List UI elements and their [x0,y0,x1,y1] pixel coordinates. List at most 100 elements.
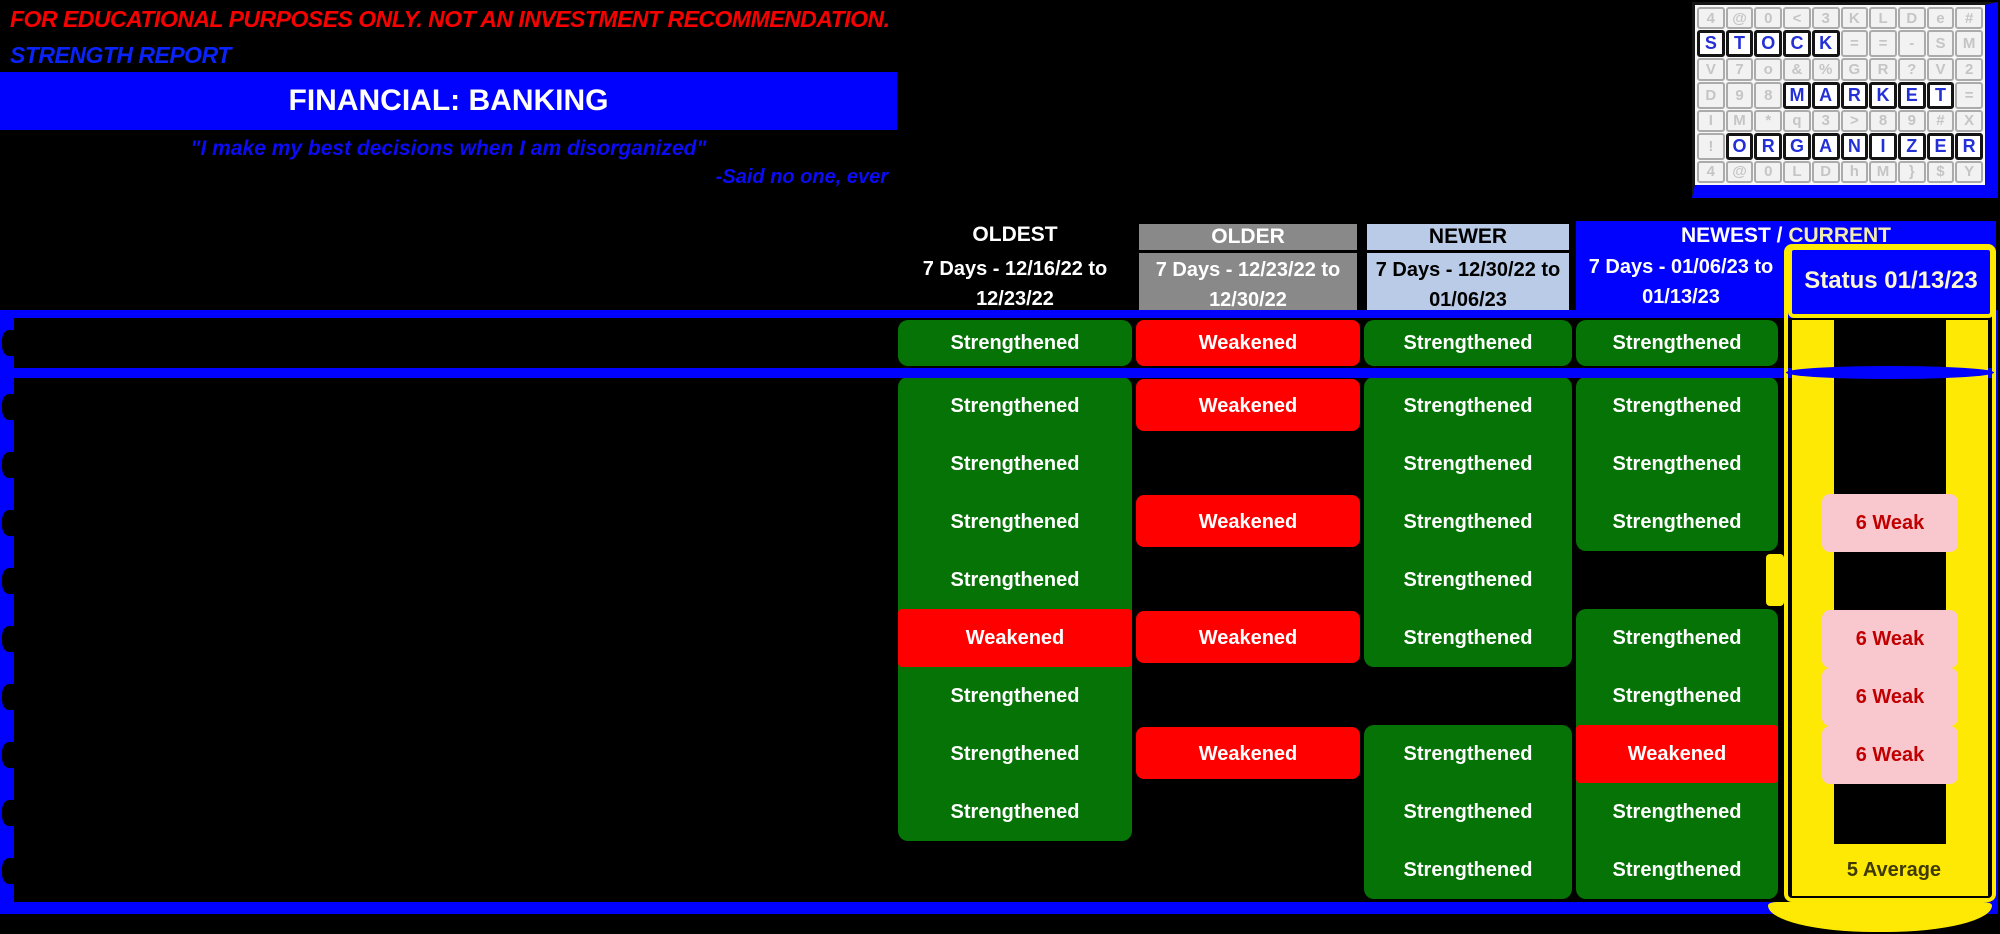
logo-faded-tile: S [1926,30,1955,58]
redacted-stock-name-row [18,610,896,666]
logo-faded-tile: M [1955,30,1983,58]
cell-label-newer: Strengthened [1403,452,1533,475]
logo-faded-tile: 8 [1754,81,1783,109]
status-cell: 6 Weak [1822,668,1958,726]
cell-label-newest: Strengthened [1612,510,1742,533]
cell-label-newest: Weakened [1627,742,1727,765]
cell-older [1136,727,1360,779]
quote-attribution: -Said no one, ever [715,166,888,188]
logo-faded-tile: 7 [1725,58,1754,81]
logo-letter-tile: K [1869,81,1897,109]
current-label: CURRENT [1788,224,1892,247]
newest-label: NEWEST / [1680,224,1783,247]
column-header-older-box: OLDER 7 Days - 12/23/22 to 12/30/22 [1136,221,1360,316]
summary-cell-oldest [898,320,1132,366]
summary-cell-label-newer: Strengthened [1403,331,1533,354]
redacted-stock-name-row [18,726,896,782]
logo-letter-tile: T [1926,81,1955,109]
cell-label-newer: Strengthened [1403,510,1533,533]
logo-faded-tile: @ [1725,7,1754,30]
logo-faded-tile: * [1754,109,1783,132]
redacted-row-marker [2,684,20,710]
status-highlight-bar-right [1946,320,1988,896]
logo-faded-tile: = [1955,81,1983,109]
logo-faded-tile: V [1697,58,1725,81]
cell-label-newer: Strengthened [1403,394,1533,417]
logo-letter-tile: O [1754,30,1783,58]
logo-faded-tile: ! [1697,132,1725,160]
cell-label-newest: Strengthened [1612,394,1742,417]
cell-group-newer [1364,725,1572,899]
redacted-stock-name-row [18,378,896,434]
logo-faded-tile: # [1926,109,1955,132]
redacted-row-marker [2,452,20,478]
logo-faded-tile: G [1840,58,1869,81]
logo-faded-tile: 0 [1754,7,1783,30]
cell-label-older: Weakened [1198,626,1298,649]
logo-faded-tile: 8 [1869,109,1897,132]
logo-faded-tile: D [1811,160,1840,183]
logo-faded-tile: } [1897,160,1926,183]
column-dates-newer: 7 Days - 12/30/22 to 01/06/23 [1375,259,1561,311]
logo-faded-tile: $ [1926,160,1955,183]
logo-letter-tile: N [1840,132,1869,160]
summary-cell-newer [1364,320,1572,366]
logo-letter-tile: O [1725,132,1754,160]
logo-letter-tile: R [1840,81,1869,109]
cell-label-older: Weakened [1198,510,1298,533]
status-cell: 6 Weak [1822,494,1958,552]
column-header-newer-box: NEWER 7 Days - 12/30/22 to 01/06/23 [1364,221,1572,316]
logo-faded-tile: L [1869,7,1897,30]
logo-faded-tile: % [1811,58,1840,81]
redacted-row-marker [2,510,20,536]
logo-faded-tile: & [1783,58,1811,81]
logo-letter-tile: M [1783,81,1811,109]
logo-faded-tile: 9 [1897,109,1926,132]
status-cell: 5 Average [1800,844,1988,896]
column-dates-older: 7 Days - 12/23/22 to 12/30/22 [1155,259,1341,311]
logo-letter-tile: E [1926,132,1955,160]
logo-faded-tile: = [1840,30,1869,58]
cell-group-newer [1364,377,1572,667]
logo-faded-tile: K [1840,7,1869,30]
cell-group-newest [1576,377,1778,551]
redacted-stock-name-row [18,668,896,724]
logo-faded-tile: # [1955,7,1983,30]
sector-banner: FINANCIAL: BANKING [0,72,897,130]
redacted-row-marker [2,858,20,884]
report-type-label: STRENGTH REPORT [10,42,231,68]
logo-faded-tile: Y [1955,160,1983,183]
cell-label-newer: Strengthened [1403,858,1533,881]
cell-label-newest: Strengthened [1612,858,1742,881]
logo-letter-tile: A [1811,132,1840,160]
cell-older [1136,611,1360,663]
logo-faded-tile: 9 [1725,81,1754,109]
cell-label-older: Weakened [1198,742,1298,765]
status-cell: 6 Weak [1822,610,1958,668]
logo-letter-tile: K [1811,30,1840,58]
cell-label-newer: Strengthened [1403,568,1533,591]
cell-oldest [898,609,1132,667]
cell-older [1136,495,1360,547]
logo-faded-tile: D [1697,81,1725,109]
summary-row-separator [0,368,1998,378]
logo-faded-tile: @ [1725,160,1754,183]
logo-faded-tile: = [1869,30,1897,58]
logo-faded-tile: R [1869,58,1897,81]
logo-faded-tile: 3 [1811,7,1840,30]
logo-faded-tile: 2 [1955,58,1983,81]
logo-letter-tile: S [1697,30,1725,58]
cell-older [1136,379,1360,431]
logo-letter-tile: G [1783,132,1811,160]
cell-label-newest: Strengthened [1612,684,1742,707]
logo-faded-tile: q [1783,109,1811,132]
cell-label-oldest: Strengthened [950,394,1080,417]
logo-faded-tile: I [1697,109,1725,132]
logo-letter-tile: T [1725,30,1754,58]
redacted-row-marker [2,800,20,826]
status-highlight-bar-left [1792,320,1834,896]
status-highlight-squiggle [1768,902,1992,932]
redacted-row-marker [2,742,20,768]
status-highlight-outline [1784,244,1996,902]
cell-label-oldest: Strengthened [950,742,1080,765]
